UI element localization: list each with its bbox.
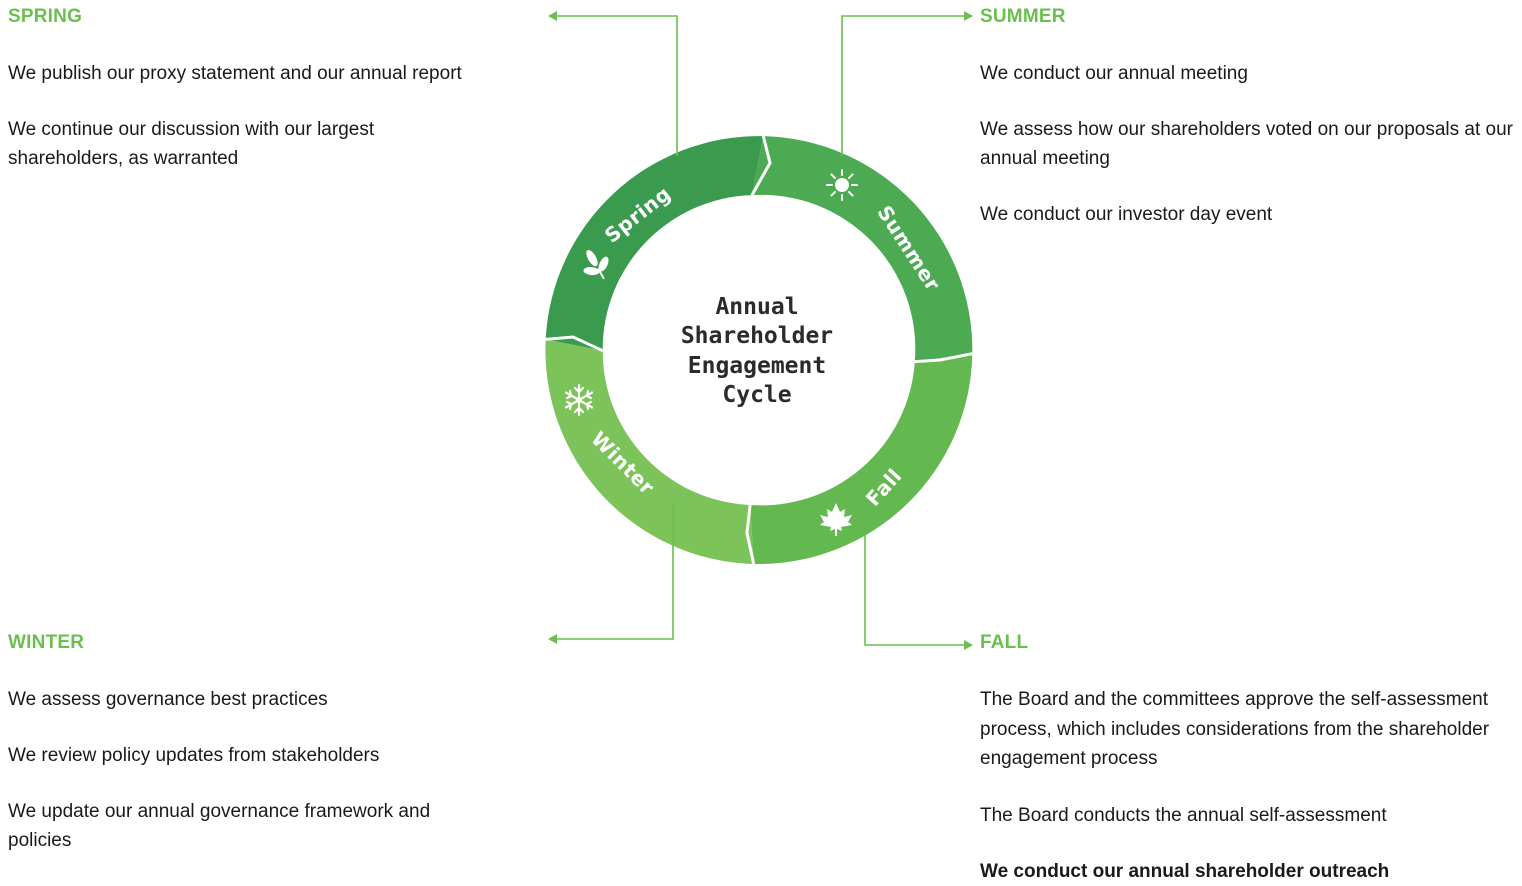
center-title-line: Engagement: [688, 353, 826, 379]
divider-spring-summer: [750, 135, 772, 196]
divider-winter-spring: [545, 335, 604, 353]
center-title-line: Annual: [715, 294, 798, 320]
list-item: We update our annual governance framewor…: [8, 801, 431, 851]
panel-winter: WINTER We assess governance best practic…: [8, 632, 498, 855]
segment-fall: [750, 353, 973, 565]
leaf-icon: [583, 250, 609, 280]
list-item: We assess governance best practices: [8, 689, 328, 710]
divider-summer-fall: [914, 352, 973, 364]
list-item: We review policy updates from stakeholde…: [8, 745, 380, 766]
segment-winter: [545, 339, 754, 564]
arrowhead-summer: [964, 11, 973, 21]
center-title-line: Shareholder: [681, 323, 833, 349]
divider-fall-winter: [745, 504, 756, 565]
center-title: Annual Shareholder Engagement Cycle: [681, 294, 833, 408]
list-item: The Board and the committees approve the…: [980, 689, 1490, 769]
connector-winter: [556, 503, 674, 640]
connector-fall: [864, 535, 964, 646]
panel-spring: SPRING We publish our proxy statement an…: [8, 6, 518, 173]
panel-heading-winter: WINTER: [8, 632, 85, 653]
list-item: We publish our proxy statement and our a…: [8, 63, 462, 84]
panel-heading-summer: SUMMER: [980, 6, 1066, 27]
list-item: We conduct our annual meeting: [980, 63, 1248, 84]
center-title-line: Cycle: [722, 382, 791, 408]
arrowhead-fall: [964, 640, 973, 650]
list-item: We conduct our investor day event: [980, 204, 1273, 225]
panel-heading-spring: SPRING: [8, 6, 83, 27]
fall-item-list: The Board and the committees approve the…: [980, 685, 1515, 886]
arrowhead-spring: [548, 11, 557, 21]
connector-summer: [841, 15, 964, 156]
list-item: We continue our discussion with our larg…: [8, 119, 375, 169]
winter-item-list: We assess governance best practices We r…: [8, 685, 498, 855]
list-item: We conduct our annual shareholder outrea…: [980, 860, 1390, 882]
panel-heading-fall: FALL: [980, 632, 1029, 653]
summer-item-list: We conduct our annual meeting We assess …: [980, 59, 1515, 229]
segment-spring: [545, 136, 764, 351]
connector-spring: [556, 15, 678, 156]
list-item: The Board conducts the annual self-asses…: [980, 804, 1387, 826]
list-item: We assess how our shareholders voted on …: [980, 119, 1514, 169]
spring-item-list: We publish our proxy statement and our a…: [8, 59, 518, 173]
panel-fall: FALL The Board and the committees approv…: [980, 632, 1515, 886]
sun-icon: [826, 169, 858, 201]
panel-summer: SUMMER We conduct our annual meeting We …: [980, 6, 1515, 229]
arrowhead-winter: [548, 634, 557, 644]
segment-summer: [752, 136, 973, 362]
maple-leaf-icon: [820, 503, 852, 536]
snowflake-icon: [564, 383, 594, 417]
